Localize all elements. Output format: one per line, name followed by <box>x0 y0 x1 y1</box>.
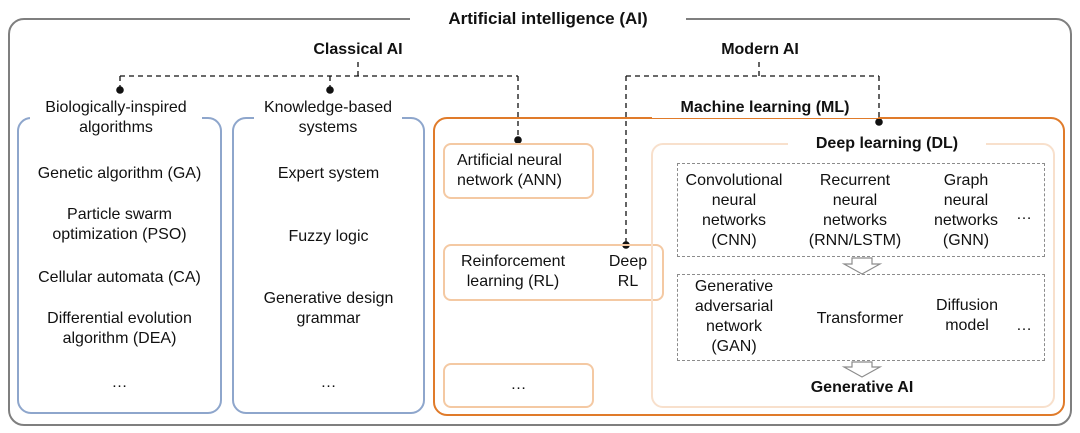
dl-title: Deep learning (DL) <box>788 134 986 154</box>
cnn-label: Convolutional neural networks (CNN) <box>685 172 783 249</box>
bio-item-more: … <box>111 374 128 391</box>
dl-generative-box <box>677 274 1045 361</box>
ml-more-label: … <box>510 376 527 393</box>
ml-title: Machine learning (ML) <box>652 98 878 118</box>
ann-box <box>443 143 594 199</box>
rl-box <box>443 244 664 301</box>
row2-more-label: … <box>1016 317 1032 334</box>
ann-label: Artificial neural network (ANN) <box>457 152 562 189</box>
kb-item-grammar: Generative design grammar <box>263 290 394 327</box>
kb-item-fuzzy: Fuzzy logic <box>288 228 369 245</box>
modern-ai-title: Modern AI <box>721 41 799 58</box>
classical-ai-title: Classical AI <box>313 41 403 58</box>
ml-more-box <box>443 363 594 408</box>
gnn-label: Graph neural networks (GNN) <box>933 172 999 249</box>
bio-item-ca: Cellular automata (CA) <box>38 269 201 286</box>
dl-architectures-box <box>677 163 1045 257</box>
rnn-label: Recurrent neural networks (RNN/LSTM) <box>808 172 902 249</box>
rl-label: Reinforcement learning (RL) <box>460 253 566 290</box>
bio-item-dea: Differential evolution algorithm (DEA) <box>47 310 192 347</box>
bio-item-ga: Genetic algorithm (GA) <box>37 165 202 182</box>
generative-ai-label: Generative AI <box>810 379 914 396</box>
transformer-label: Transformer <box>816 310 904 327</box>
knowledge-systems-header: Knowledge-based systems <box>254 98 402 138</box>
diffusion-label: Diffusion model <box>936 297 998 334</box>
bio-algorithms-header: Biologically-inspired algorithms <box>30 98 202 138</box>
gan-label: Generative adversarial network (GAN) <box>694 278 774 355</box>
kb-item-more: … <box>320 374 337 391</box>
ai-title: Artificial intelligence (AI) <box>410 9 686 29</box>
ml-frame <box>433 117 1065 416</box>
kb-item-expert: Expert system <box>277 165 380 182</box>
bio-item-pso: Particle swarm optimization (PSO) <box>52 206 187 243</box>
deep-rl-label: Deep RL <box>608 253 648 290</box>
row1-more-label: … <box>1016 206 1032 223</box>
